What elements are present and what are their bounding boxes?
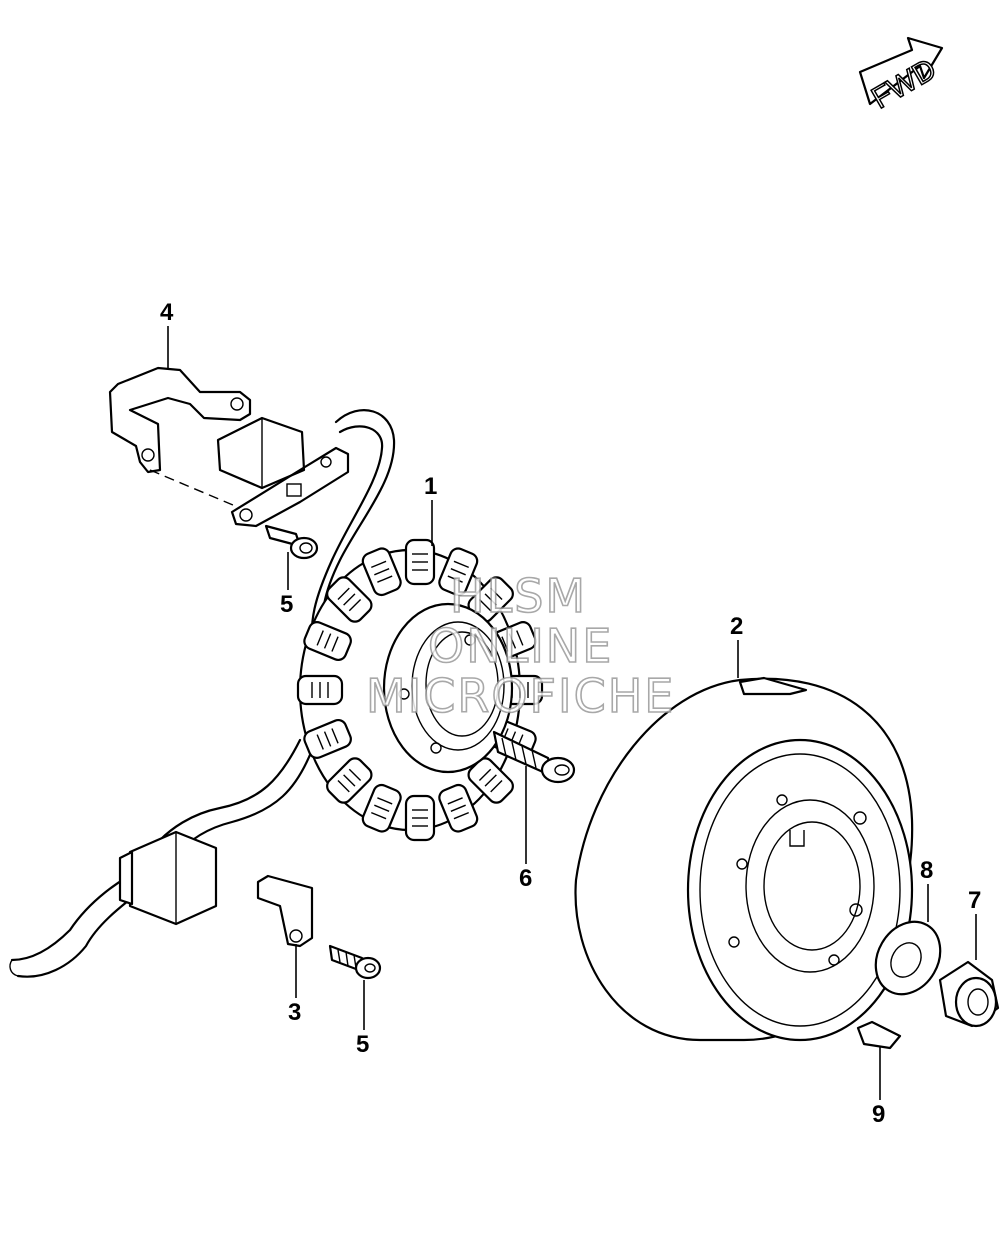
stator-coil-winding [316,734,324,750]
stator-coil-winding [316,630,324,646]
screw-lower [328,944,382,980]
stator-coil-winding [377,797,393,805]
stator-coil-winding [371,560,387,569]
stator-coil-winding [343,774,356,787]
bracket-part [108,366,252,509]
stator-coil-winding [490,780,503,793]
callouts: 4 1 5 2 6 8 7 3 5 9 [160,299,981,1128]
stator-coil-winding [343,593,356,606]
stator-coil-winding [337,780,350,793]
stator-coil-winding [453,811,469,820]
stator-coil-winding [374,568,390,576]
stator-coil-winding [484,593,497,606]
stator-coil-winding [450,804,466,812]
small-bracket-part [256,874,314,948]
stator-coil-winding [337,587,350,600]
stator-coil-winding [447,575,463,583]
stator-coil-winding [323,731,332,747]
screw-upper [264,524,319,560]
stator-coil-winding [348,598,362,612]
callout-6: 6 [519,865,532,892]
stator-coil-winding [478,598,492,612]
stator-coil-winding [348,768,362,782]
stator-coil-winding [453,560,469,569]
callout-9: 9 [872,1101,885,1128]
callout-5-lower: 5 [356,1031,369,1058]
callout-8: 8 [920,857,933,884]
watermark-line-1: HLSM [450,569,587,623]
fwd-arrow-icon: FWD [858,36,944,116]
bolt-part [492,730,576,784]
callout-5-upper: 5 [280,591,293,618]
stator-coil-winding [323,633,332,649]
wire-connector-lower [118,830,218,926]
stator-coil-winding [490,587,503,600]
stator-coil-winding [447,797,463,805]
watermark: HLSM ONLINE MICROFICHE [365,568,675,724]
callout-7: 7 [968,887,981,914]
stator-coil-winding [516,630,524,646]
stator-coil-winding [501,636,509,652]
washer-part [874,920,942,996]
stator-coil-winding [450,568,466,576]
key-part [856,1020,902,1050]
stator-coil-winding [331,728,339,744]
stator-coil-winding [331,636,339,652]
rotor-part [574,676,914,1042]
stator-coil-winding [484,774,497,787]
stator-coil-winding [374,804,390,812]
wire-connector-upper [216,416,350,528]
stator-coil-winding [371,811,387,820]
stator-coil-winding [478,768,492,782]
callout-4: 4 [160,299,174,326]
stator-coil-winding [377,575,393,583]
callout-2: 2 [730,613,743,640]
callout-1: 1 [424,473,437,500]
stator-part [296,538,544,842]
stator-coil-winding [508,633,517,649]
watermark-line-2: ONLINE [428,619,613,673]
watermark-line-3: MICROFICHE [366,669,675,723]
leader-lines [167,326,977,1100]
callout-3: 3 [288,999,301,1026]
nut-part [938,960,1000,1028]
